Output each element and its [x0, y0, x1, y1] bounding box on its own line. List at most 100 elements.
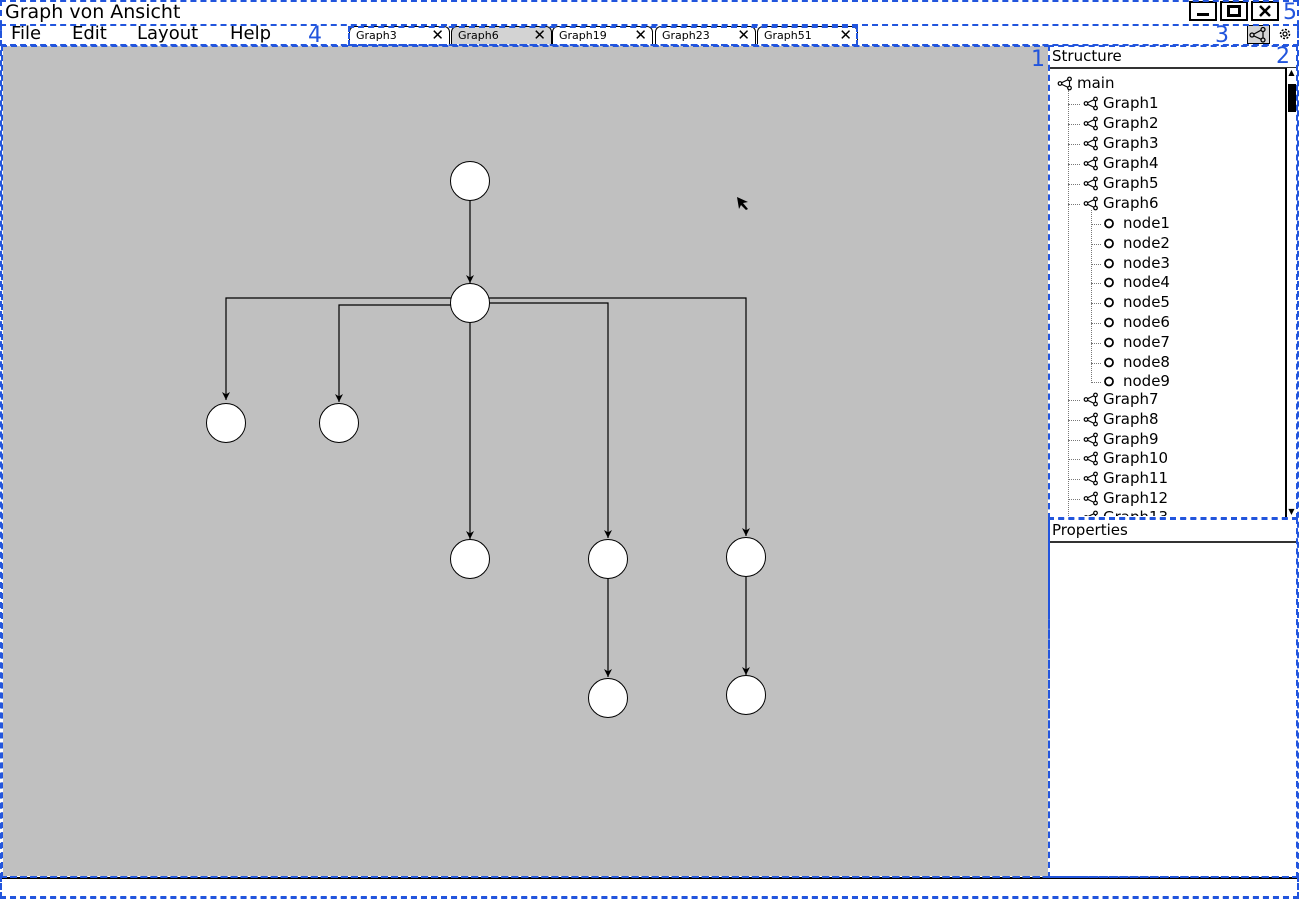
tab-close-icon[interactable]: ✕: [634, 26, 647, 44]
scroll-down-icon[interactable]: ▼: [1288, 507, 1295, 516]
scrollbar-thumb[interactable]: [1288, 84, 1296, 112]
properties-header: Properties: [1052, 521, 1128, 539]
tree-guide: [1091, 323, 1101, 324]
tree-item-label: Graph4: [1103, 154, 1159, 172]
tree-guide: [1068, 90, 1069, 516]
tree-item-label: node7: [1123, 332, 1170, 351]
graph-icon: [1084, 510, 1098, 516]
scroll-up-icon[interactable]: ▲: [1288, 68, 1295, 77]
structure-scrollbar[interactable]: ▲ ▼: [1285, 68, 1296, 518]
graph-drawing: [206, 161, 766, 718]
tab-graph23[interactable]: Graph23 ✕: [655, 26, 756, 44]
tree-guide: [1068, 479, 1080, 480]
menu-edit[interactable]: Edit: [72, 23, 107, 44]
graph-icon: [1083, 96, 1098, 111]
graph-node[interactable]: [450, 161, 490, 201]
gear-icon: [1279, 28, 1291, 40]
graph-node[interactable]: [588, 539, 628, 579]
graph-node[interactable]: [726, 537, 766, 577]
tree-guide: [1068, 204, 1080, 205]
tab-close-icon[interactable]: ✕: [533, 26, 546, 44]
tree-item-label: Graph1: [1103, 94, 1159, 112]
tab-close-icon[interactable]: ✕: [839, 26, 852, 44]
tree-guide: [1091, 243, 1101, 245]
tab-close-icon[interactable]: ✕: [431, 26, 444, 44]
tree-item-label: Graph9: [1103, 429, 1159, 448]
divider: [1050, 541, 1297, 543]
maximize-button[interactable]: [1220, 1, 1248, 21]
graph-icon: [1083, 176, 1098, 191]
structure-header: Structure: [1052, 47, 1122, 65]
menu-layout[interactable]: Layout: [137, 23, 199, 44]
title-bar: Graph von Ansicht: [0, 0, 1299, 24]
region-outline-structure: [1048, 45, 1298, 519]
graph-edge[interactable]: [489, 297, 750, 536]
tab-graph51[interactable]: Graph51 ✕: [757, 26, 858, 44]
tree-guide: [1068, 124, 1080, 125]
tree-item-label: main: [1077, 74, 1115, 92]
window-title: Graph von Ansicht: [5, 1, 181, 23]
menu-help[interactable]: Help: [230, 23, 272, 44]
close-window-button[interactable]: [1251, 1, 1279, 21]
tree-item-label: Graph8: [1103, 409, 1159, 428]
graph-icon: [1083, 116, 1098, 131]
region-label-2: 2: [1276, 44, 1290, 69]
tree-item-label: Graph6: [1103, 194, 1159, 212]
tree-guide: [1068, 104, 1080, 105]
tree-item-label: node4: [1123, 273, 1170, 292]
region-label-5: 5: [1283, 0, 1297, 25]
node-icon: [1104, 238, 1114, 249]
menu-file[interactable]: File: [11, 23, 42, 44]
minimize-button[interactable]: [1189, 1, 1217, 21]
status-bar: [0, 877, 1299, 899]
graph-icon: [1083, 471, 1098, 486]
tree-guide: [1091, 362, 1101, 364]
tree-guide: [1091, 263, 1101, 265]
tree-item-label: node8: [1123, 352, 1170, 371]
tree-guide: [1091, 283, 1101, 285]
tree-guide: [1091, 224, 1101, 225]
node-icon: [1104, 317, 1114, 328]
graph-edge[interactable]: [222, 297, 451, 400]
tree-guide: [1068, 164, 1080, 165]
region-label-4: 4: [308, 23, 322, 48]
graph-node[interactable]: [588, 678, 628, 718]
graph-icon: [1083, 412, 1098, 427]
tree-guide: [1068, 400, 1080, 402]
tree-guide: [1091, 342, 1101, 344]
graph-node[interactable]: [206, 403, 246, 443]
tab-close-icon[interactable]: ✕: [737, 26, 750, 44]
settings-button[interactable]: [1273, 25, 1296, 44]
tree-guide: [1068, 459, 1080, 461]
tab-label: Graph3: [356, 29, 397, 42]
node-icon: [1104, 297, 1114, 308]
tree-item-label: node3: [1123, 253, 1170, 272]
graph-edge[interactable]: [335, 304, 451, 402]
graph-node[interactable]: [450, 539, 490, 579]
tree-item-label: node6: [1123, 313, 1170, 331]
graph-icon: [1083, 491, 1098, 506]
divider: [1050, 67, 1297, 69]
graph-icon: [1083, 451, 1098, 466]
graph-icon: [1083, 392, 1098, 407]
tab-label: Graph23: [662, 29, 710, 42]
tree-guide: [1068, 498, 1080, 500]
region-outline-tabs: [348, 26, 858, 46]
graph-canvas[interactable]: [3, 46, 1048, 876]
tab-graph3[interactable]: Graph3 ✕: [349, 26, 450, 44]
region-outline-canvas: [1, 45, 1050, 878]
tree-item-label: Graph7: [1103, 390, 1159, 409]
region-label-1: 1: [1031, 47, 1045, 72]
tree-guide: [1068, 439, 1080, 441]
properties-panel: Properties: [1050, 520, 1297, 876]
graph-icon: [1083, 156, 1098, 171]
tab-label: Graph51: [764, 29, 812, 42]
graph-node[interactable]: [726, 675, 766, 715]
graph-icon: [1083, 196, 1098, 211]
tab-label: Graph19: [559, 29, 607, 42]
graph-node[interactable]: [319, 403, 359, 443]
graph-edge[interactable]: [489, 302, 612, 538]
graph-node[interactable]: [450, 283, 490, 323]
